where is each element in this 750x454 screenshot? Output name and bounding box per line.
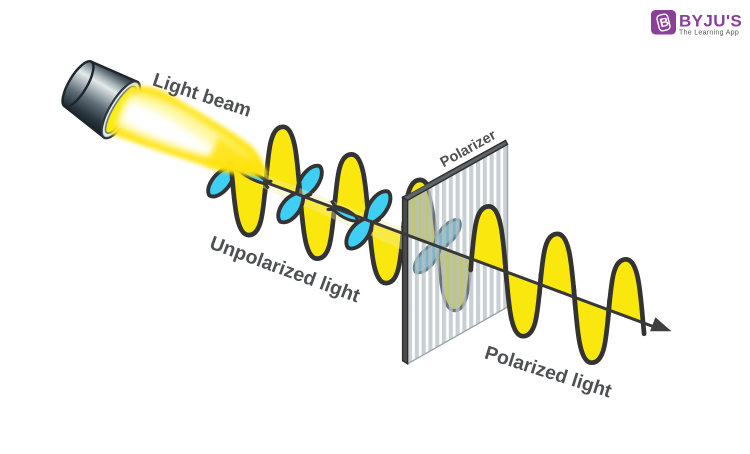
svg-text:B: B [658, 15, 670, 31]
svg-text:BYJU'S: BYJU'S [679, 12, 742, 31]
svg-text:The Learning App: The Learning App [679, 29, 739, 36]
